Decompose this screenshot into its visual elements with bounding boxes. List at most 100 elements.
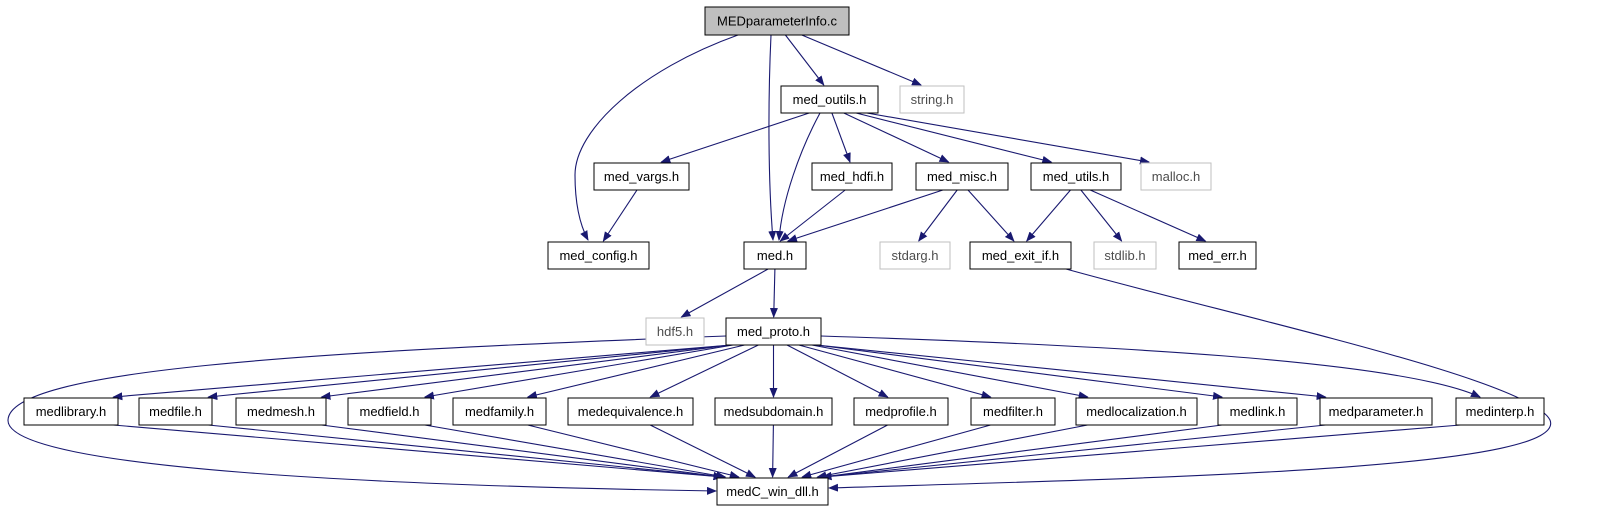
edge-proto-to-medmesh [320, 344, 731, 400]
node-label: medsubdomain.h [724, 404, 824, 419]
node-medequivalence[interactable]: medequivalence.h [567, 397, 694, 426]
edge-medfamily-to-dll [527, 424, 740, 479]
edge-medprofile-to-dll [787, 424, 888, 478]
node-outils[interactable]: med_outils.h [780, 85, 879, 114]
node-label: medparameter.h [1329, 404, 1424, 419]
node-proto[interactable]: med_proto.h [725, 317, 822, 346]
node-config[interactable]: med_config.h [547, 241, 650, 270]
node-box [567, 397, 694, 426]
edge-misc-to-exitif [967, 189, 1015, 242]
node-box [235, 397, 327, 426]
node-box [593, 162, 690, 191]
node-label: medmesh.h [247, 404, 315, 419]
node-med[interactable]: med.h [743, 241, 807, 270]
node-label: medinterp.h [1466, 404, 1535, 419]
node-box [879, 241, 951, 270]
node-medlibrary[interactable]: medlibrary.h [23, 397, 119, 426]
node-medsubdomain[interactable]: medsubdomain.h [714, 397, 833, 426]
node-hdfi[interactable]: med_hdfi.h [811, 162, 893, 191]
edge-proto-to-medfilter [798, 344, 992, 399]
node-box [969, 241, 1072, 270]
node-label: med_proto.h [737, 324, 810, 339]
edge-proto-to-medequivalence [649, 344, 759, 398]
node-stdlib: stdlib.h [1093, 241, 1157, 270]
node-box [1319, 397, 1433, 426]
node-medfield[interactable]: medfield.h [347, 397, 432, 426]
node-medprofile[interactable]: medprofile.h [853, 397, 949, 426]
node-utils[interactable]: med_utils.h [1030, 162, 1122, 191]
node-box [1178, 241, 1257, 270]
edge-proto-to-medfamily [526, 344, 745, 399]
node-medlocalization[interactable]: medlocalization.h [1075, 397, 1198, 426]
edge-proto-to-medlink [816, 344, 1223, 400]
node-medfile[interactable]: medfile.h [138, 397, 213, 426]
node-box [970, 397, 1056, 426]
node-box [743, 241, 807, 270]
node-label: med_hdfi.h [820, 169, 884, 184]
edge-proto-to-medinterp [820, 335, 1481, 398]
edge-medmesh-to-dll [321, 424, 724, 480]
node-medinterp[interactable]: medinterp.h [1455, 397, 1545, 426]
edge-outils-to-med [775, 112, 821, 241]
edge-root-to-string [801, 34, 922, 86]
node-box [780, 85, 879, 114]
edge-proto-to-medlocalization [811, 344, 1089, 400]
node-label: medequivalence.h [578, 404, 684, 419]
node-box [1217, 397, 1298, 426]
edge-outils-to-misc [843, 112, 950, 163]
node-layer: MEDparameterInfo.c med_outils.h string.h me… [23, 6, 1545, 506]
node-vargs[interactable]: med_vargs.h [593, 162, 690, 191]
node-box [452, 397, 547, 426]
edge-utils-to-err [1089, 189, 1207, 242]
node-string: string.h [899, 85, 965, 114]
node-label: med_config.h [559, 248, 637, 263]
node-label: stdlib.h [1104, 248, 1145, 263]
node-medparameter[interactable]: medparameter.h [1319, 397, 1433, 426]
edge-utils-to-stdlib [1080, 189, 1123, 242]
node-label: med_err.h [1188, 248, 1247, 263]
edge-medequivalence-to-dll [649, 424, 756, 478]
node-label: medfield.h [360, 404, 420, 419]
edge-proto-to-medlibrary [112, 344, 731, 401]
node-box [347, 397, 432, 426]
node-label: med.h [757, 248, 793, 263]
node-label: MEDparameterInfo.c [717, 14, 837, 29]
node-misc[interactable]: med_misc.h [915, 162, 1009, 191]
node-err[interactable]: med_err.h [1178, 241, 1257, 270]
node-box [714, 397, 833, 426]
edge-root-to-med [768, 34, 777, 241]
node-label: medlink.h [1230, 404, 1286, 419]
edge-medlocalization-to-dll [816, 424, 1088, 480]
edge-med-to-hdf5 [680, 268, 769, 318]
edge-proto-to-medfile [207, 344, 731, 401]
node-box [547, 241, 650, 270]
node-medfamily[interactable]: medfamily.h [452, 397, 547, 426]
node-root[interactable]: MEDparameterInfo.c [704, 6, 850, 36]
node-medlink[interactable]: medlink.h [1217, 397, 1298, 426]
node-label: med_outils.h [793, 92, 867, 107]
node-exitif[interactable]: med_exit_if.h [969, 241, 1072, 270]
node-box [138, 397, 213, 426]
edge-medsubdomain-to-dll [768, 424, 777, 478]
node-box [811, 162, 893, 191]
node-label: med_vargs.h [604, 169, 679, 184]
edge-medfilter-to-dll [801, 424, 991, 479]
node-box [1455, 397, 1545, 426]
edge-outils-to-malloc [866, 112, 1150, 165]
edge-proto-to-medfield [423, 344, 734, 400]
node-label: med_utils.h [1043, 169, 1109, 184]
node-stdarg: stdarg.h [879, 241, 951, 270]
edge-proto-to-dll [7, 335, 727, 495]
node-label: medfile.h [149, 404, 202, 419]
node-label: medlibrary.h [36, 404, 107, 419]
node-medmesh[interactable]: medmesh.h [235, 397, 327, 426]
edge-root-to-config [574, 34, 739, 241]
node-box [725, 317, 822, 346]
edge-medfield-to-dll [424, 424, 727, 480]
node-box [704, 6, 850, 36]
node-medfilter[interactable]: medfilter.h [970, 397, 1056, 426]
node-dll[interactable]: medC_win_dll.h [716, 477, 829, 506]
node-label: medfilter.h [983, 404, 1043, 419]
edge-layer [7, 34, 1552, 495]
